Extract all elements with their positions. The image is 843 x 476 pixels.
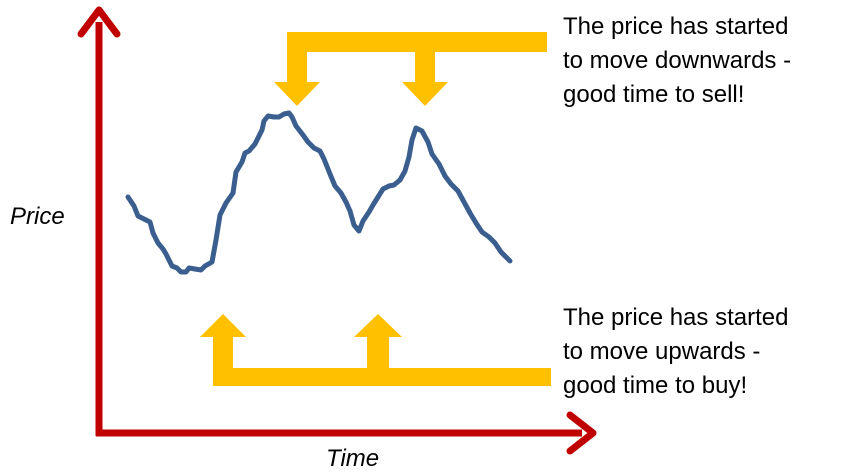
sell-note-line-3: good time to sell! [563, 81, 745, 108]
axes [77, 6, 597, 455]
buy-arrow [200, 314, 551, 386]
sell-note-line-2: to move downwards - [563, 47, 792, 74]
buy-bracket [200, 314, 551, 386]
buy-note-line-3: good time to buy! [563, 372, 748, 399]
price-line [125, 110, 513, 275]
y-axis-label: Price [10, 203, 65, 230]
x-axis-arrowhead [566, 411, 597, 455]
buy-note: The price has started to move upwards - … [563, 301, 788, 403]
sell-bracket [274, 32, 547, 106]
x-axis-label: Time [326, 445, 380, 472]
sell-note-line-1: The price has started [563, 13, 789, 40]
sell-arrow [274, 32, 547, 106]
buy-note-line-1: The price has started [563, 304, 789, 331]
sell-note: The price has started to move downwards … [563, 10, 791, 112]
y-axis-arrowhead [77, 6, 121, 38]
buy-note-line-2: to move upwards - [563, 338, 761, 365]
